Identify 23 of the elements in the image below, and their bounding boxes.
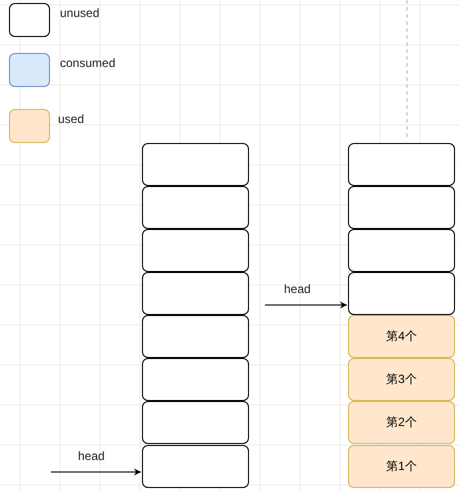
arrow bbox=[50, 468, 142, 476]
empty-slot-box bbox=[142, 186, 249, 229]
empty-slot-box bbox=[348, 186, 455, 229]
arrow bbox=[264, 302, 348, 308]
empty-slot-box bbox=[142, 445, 249, 488]
edge-label: head bbox=[284, 282, 311, 296]
used-slot-box: 第1个 bbox=[348, 445, 455, 488]
empty-slot-box bbox=[348, 143, 455, 186]
used-slot-box: 第4个 bbox=[348, 315, 455, 358]
empty-slot-box bbox=[142, 229, 249, 272]
empty-slot-box bbox=[348, 229, 455, 272]
legend-label: consumed bbox=[60, 56, 116, 70]
legend-label: used bbox=[58, 112, 84, 126]
empty-slot-box bbox=[348, 272, 455, 315]
empty-slot-box bbox=[142, 358, 249, 401]
empty-slot-box bbox=[142, 143, 249, 186]
empty-slot-box bbox=[142, 401, 249, 444]
empty-slot-box bbox=[142, 272, 249, 315]
used-slot-box: 第2个 bbox=[348, 401, 455, 444]
legend-label: unused bbox=[60, 6, 100, 20]
used-slot-box: 第3个 bbox=[348, 358, 455, 401]
empty-slot-box bbox=[142, 315, 249, 358]
edge-label: head bbox=[78, 449, 105, 463]
